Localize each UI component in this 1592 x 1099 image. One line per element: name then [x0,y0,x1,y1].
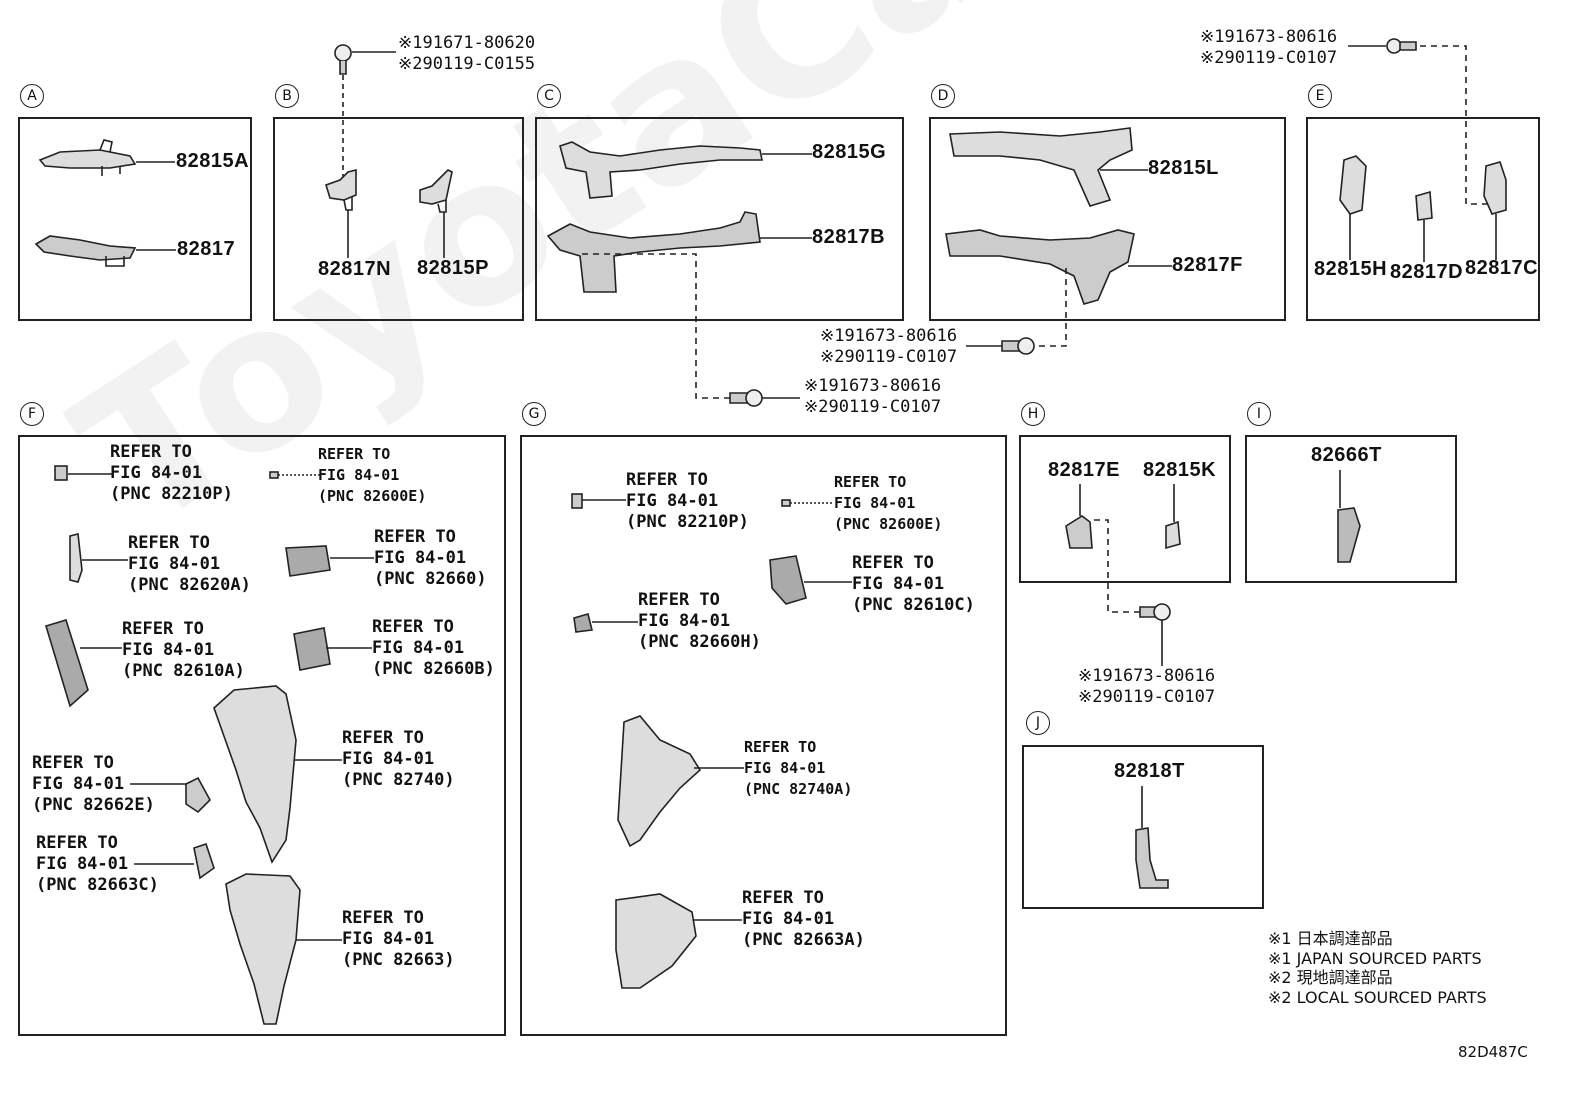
fastener-code: ※191673-80616 [804,376,942,396]
part-number: 82817 [177,238,236,260]
fastener-code: ※191673-80616 [1078,666,1216,686]
refer-note: REFER TO FIG 84-01 (PNC 82660) [374,527,487,589]
diagram-id: 82D487C [1458,1043,1528,1061]
screw-B [334,44,352,75]
part-number: 82817D [1390,261,1464,283]
part-82817B-drawing [546,211,761,293]
section-H-box [1019,435,1231,583]
fastener-code: ※290119-C0107 [1200,48,1338,68]
J-part [1135,786,1169,889]
part-82817-drawing [34,235,137,267]
section-C-box [535,117,904,321]
refer-note: REFER TO FIG 84-01 (PNC 82610A) [122,619,245,681]
refer-note: REFER TO FIG 84-01 (PNC 82660H) [638,590,761,652]
refer-note: REFER TO FIG 84-01 (PNC 82620A) [128,533,251,595]
section-A-box [18,117,252,321]
F-parts [45,465,374,1025]
section-H-label: H [1021,402,1045,426]
section-G-label: G [522,402,546,426]
fastener-code: ※290119-C0155 [398,54,536,74]
section-D-box [929,117,1286,321]
part-number: 82815P [417,257,489,279]
section-I-label: I [1247,402,1271,426]
part-number: 82815L [1148,157,1219,179]
part-82817D-drawing [1415,190,1433,221]
fastener-code: ※290119-C0107 [1078,687,1216,707]
section-E-box [1306,117,1540,321]
section-G-box [520,435,1007,1036]
section-I-box [1245,435,1457,583]
part-number: 82817C [1465,257,1539,279]
refer-note: REFER TO FIG 84-01 (PNC 82740A) [744,738,853,798]
legend-local-en: ※2 LOCAL SOURCED PARTS [1268,988,1487,1007]
part-number: 82815A [176,150,250,172]
part-82817N-drawing [325,168,357,211]
part-82817F-drawing [945,229,1135,305]
section-J-box [1022,745,1264,909]
part-82817C-drawing [1483,161,1507,215]
part-number: 82815G [812,141,887,163]
fastener-code: ※191673-80616 [1200,27,1338,47]
legend-japan-jp: ※1 日本調達部品 [1268,929,1393,948]
refer-note: REFER TO FIG 84-01 (PNC 82210P) [626,470,749,532]
screw-D [1001,337,1035,355]
section-C-label: C [537,84,561,108]
legend-local-jp: ※2 現地調達部品 [1268,968,1393,987]
part-number: 82818T [1114,760,1185,782]
refer-note: REFER TO FIG 84-01 (PNC 82660B) [372,617,495,679]
G-parts [571,493,852,989]
refer-note: REFER TO FIG 84-01 (PNC 82600E) [834,473,943,533]
part-82815H-drawing [1339,155,1367,215]
part-82815G-drawing [559,141,763,199]
refer-note: REFER TO FIG 84-01 (PNC 82600E) [318,445,427,505]
part-82815P-drawing [419,169,453,213]
refer-note: REFER TO FIG 84-01 (PNC 82740) [342,728,455,790]
part-number: 82815H [1314,258,1388,280]
fastener-code: ※290119-C0107 [804,397,942,417]
fastener-code: ※191673-80616 [820,326,958,346]
section-E-label: E [1308,84,1332,108]
refer-note: REFER TO FIG 84-01 (PNC 82663) [342,908,455,970]
H-parts [1065,484,1181,666]
section-B-box [273,117,524,321]
refer-note: REFER TO FIG 84-01 (PNC 82610C) [852,553,975,615]
fastener-code: ※290119-C0107 [820,347,958,367]
fastener-code: ※191671-80620 [398,33,536,53]
refer-note: REFER TO FIG 84-01 (PNC 82663C) [36,833,159,895]
refer-note: REFER TO FIG 84-01 (PNC 82663A) [742,888,865,950]
part-number: 82817B [812,226,886,248]
section-A-label: A [20,84,44,108]
part-number: 82817E [1048,459,1120,481]
refer-note: REFER TO FIG 84-01 (PNC 82662E) [32,753,155,815]
screw-E [1386,38,1417,54]
legend-japan-en: ※1 JAPAN SOURCED PARTS [1268,949,1482,968]
section-B-label: B [275,84,299,108]
section-J-label: J [1026,711,1050,735]
section-F-label: F [20,402,44,426]
part-82815L-drawing [949,127,1133,207]
refer-note: REFER TO FIG 84-01 (PNC 82210P) [110,442,233,504]
section-D-label: D [931,84,955,108]
part-number: 82666T [1311,444,1382,466]
part-82815A-drawing [38,139,137,176]
I-part [1337,470,1361,563]
part-number: 82817N [318,258,392,280]
part-number: 82815K [1143,459,1217,481]
part-number: 82817F [1172,254,1243,276]
screw-C [729,389,763,407]
section-F-box [18,435,506,1036]
